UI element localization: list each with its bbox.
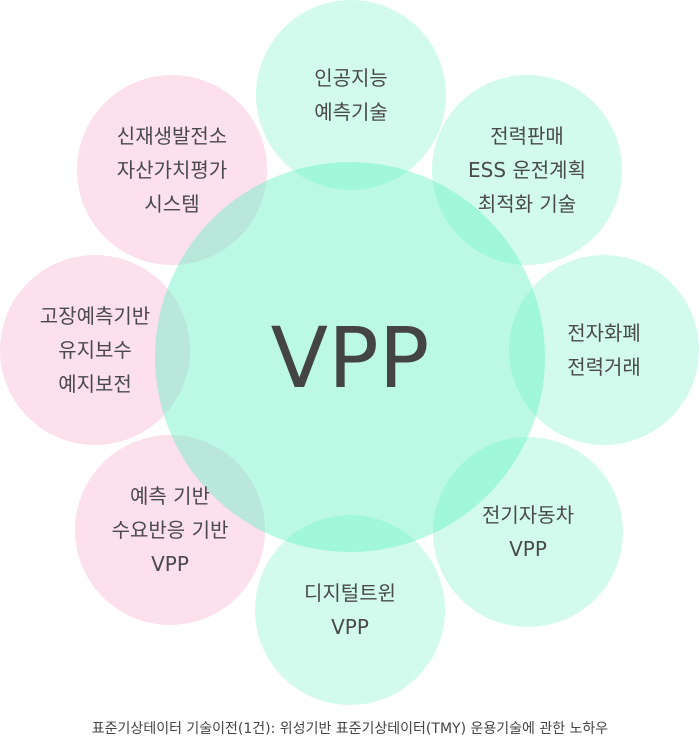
petal-label-digital-currency-line-2: 전력거래 bbox=[567, 355, 641, 379]
petal-label-renewable-asset-line-1: 신재생발전소 bbox=[117, 124, 227, 148]
petal-circles bbox=[0, 0, 699, 705]
petal-label-renewable-asset-line-2: 자산가치평가 bbox=[117, 158, 227, 182]
petal-label-demand-response-line-1: 예측 기반 bbox=[130, 484, 210, 508]
caption: 표준기상테이터 기술이전(1건): 위성기반 표준기상테이터(TMY) 운용기술… bbox=[91, 721, 609, 737]
petal-label-electric-vehicle-line-2: VPP bbox=[509, 537, 547, 561]
petal-label-demand-response-line-2: 수요반응 기반 bbox=[112, 518, 229, 542]
petal-label-ai-forecast-line-2: 예측기술 bbox=[314, 100, 388, 124]
petal-label-predictive-maint-line-1: 고장예측기반 bbox=[40, 304, 150, 328]
petal-label-electric-vehicle-line-1: 전기자동차 bbox=[482, 503, 574, 527]
center-circle bbox=[155, 162, 545, 552]
petal-label-predictive-maint-line-2: 유지보수 bbox=[58, 338, 132, 362]
petal-label-demand-response-line-3: VPP bbox=[151, 552, 189, 576]
petal-label-predictive-maint-line-3: 예지보전 bbox=[58, 372, 132, 396]
petal-circle-predictive-maint bbox=[0, 255, 190, 445]
center-group: VPP bbox=[155, 162, 545, 552]
center-label: VPP bbox=[271, 309, 430, 407]
petal-label-ess-optimization-line-1: 전력판매 bbox=[490, 124, 564, 148]
petal-label-digital-twin-line-2: VPP bbox=[331, 615, 369, 639]
petal-circle-demand-response bbox=[75, 435, 265, 625]
petal-label-ai-forecast-line-1: 인공지능 bbox=[314, 66, 388, 90]
petal-label-digital-twin-line-1: 디지털트윈 bbox=[304, 581, 396, 605]
petal-circle-renewable-asset bbox=[77, 75, 267, 265]
petal-label-ess-optimization-line-2: ESS 운전계획 bbox=[468, 158, 586, 182]
petal-circle-ai-forecast bbox=[256, 0, 446, 190]
petal-circle-electric-vehicle bbox=[433, 437, 623, 627]
petal-label-renewable-asset-line-3: 시스템 bbox=[144, 192, 199, 216]
petal-label-ess-optimization-line-3: 최적화 기술 bbox=[478, 192, 576, 216]
petal-label-digital-currency-line-1: 전자화폐 bbox=[567, 321, 641, 345]
petal-circle-digital-twin bbox=[255, 515, 445, 705]
petal-circle-ess-optimization bbox=[432, 75, 622, 265]
petal-circle-digital-currency bbox=[509, 255, 699, 445]
